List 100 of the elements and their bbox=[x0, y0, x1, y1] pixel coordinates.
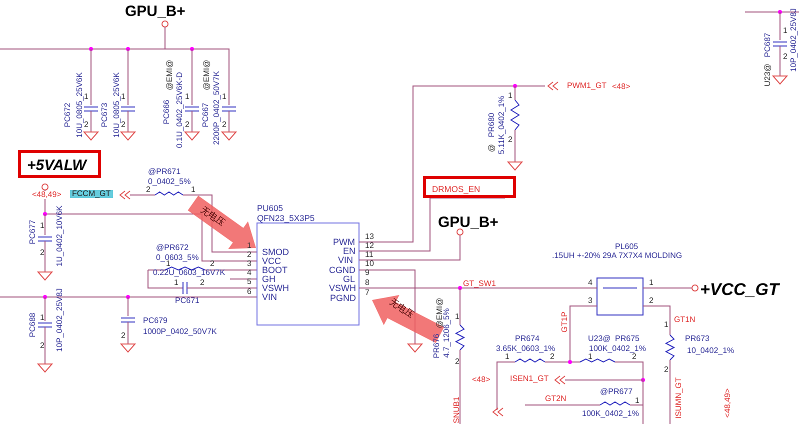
pin-number: 1 bbox=[40, 222, 44, 230]
callout-text: 无电压 bbox=[388, 297, 416, 320]
pin-number: 2 bbox=[121, 332, 126, 340]
pin-number: 12 bbox=[365, 242, 374, 250]
pin-number: 2 bbox=[783, 53, 788, 61]
part-ref: PL605 bbox=[615, 243, 638, 251]
part-value: 10U_0805_25V6K bbox=[76, 72, 84, 138]
part-ref: PR675 bbox=[615, 335, 640, 343]
pin-name: SMOD bbox=[262, 248, 289, 257]
pin-name: VIN bbox=[262, 293, 278, 302]
page-ref: <48,49> bbox=[724, 388, 732, 418]
pin-number: 2 bbox=[664, 366, 668, 374]
pin-number: 2 bbox=[200, 279, 204, 287]
net-label: GPU_B+ bbox=[438, 215, 498, 230]
pin-number: 1 bbox=[191, 186, 196, 194]
part-ref: PC672 bbox=[64, 102, 72, 128]
part-ref: PC671 bbox=[175, 297, 200, 305]
part-value: .15UH +-20% 29A 7X7X4 MOLDING bbox=[552, 252, 682, 260]
pin-number: 2 bbox=[550, 353, 554, 361]
pin-number: 2 bbox=[40, 249, 44, 257]
pin-number: 2 bbox=[210, 260, 214, 268]
pin-number: 3 bbox=[247, 260, 252, 268]
option-tag: @EMI@ bbox=[203, 60, 211, 90]
pin-number: 7 bbox=[365, 289, 370, 297]
pin-number: 2 bbox=[222, 121, 226, 129]
signal-name: FCCM_GT bbox=[70, 190, 113, 198]
pin-number: 2 bbox=[84, 121, 88, 129]
part-ref: PC688 bbox=[29, 312, 37, 338]
pin-number: 13 bbox=[365, 233, 374, 241]
pin-number: 10 bbox=[365, 260, 374, 268]
pin-number: 8 bbox=[365, 279, 370, 287]
pin-number: 2 bbox=[121, 121, 126, 129]
pin-number: 2 bbox=[247, 251, 252, 259]
pin-number: 1 bbox=[505, 353, 510, 361]
pin-number: 2 bbox=[40, 342, 44, 350]
part-value: 0_0402_5% bbox=[148, 178, 191, 186]
pin-name: GL bbox=[343, 275, 356, 284]
part-value: 0.22U_0603_16V7K bbox=[153, 269, 226, 277]
pin-number: 1 bbox=[40, 314, 44, 322]
pin-number: 1 bbox=[588, 353, 592, 361]
part-ref: PC667 bbox=[202, 102, 210, 128]
pin-name: PGND bbox=[330, 294, 356, 303]
signal-name: SNUB1 bbox=[453, 396, 461, 424]
pin-number: 1 bbox=[455, 313, 460, 321]
option-tag: U23@ bbox=[764, 64, 772, 86]
part-ref: PR680 bbox=[488, 112, 496, 138]
pin-number: 1 bbox=[635, 397, 640, 405]
pin-number: 1 bbox=[166, 260, 170, 268]
part-ref: @PR677 bbox=[600, 388, 633, 396]
part-ref: PC673 bbox=[101, 102, 109, 128]
page-ref: <48> bbox=[472, 376, 490, 384]
signal-name: PWM1_GT bbox=[567, 82, 607, 90]
callout-text: 无电压 bbox=[198, 205, 226, 228]
signal-name: GT1N bbox=[674, 316, 696, 324]
part-ref: @PR672 bbox=[156, 244, 189, 252]
pin-number: 1 bbox=[783, 27, 788, 35]
part-ref: PR673 bbox=[685, 335, 710, 343]
pin-number: 1 bbox=[508, 92, 512, 100]
part-value: 100K_0402_1% bbox=[589, 345, 646, 353]
pin-name: EN bbox=[343, 247, 356, 256]
pin-number: 2 bbox=[146, 186, 150, 194]
part-ref: PC677 bbox=[29, 220, 37, 244]
pin-number: 1 bbox=[664, 321, 668, 329]
signal-name: GT2N bbox=[545, 395, 566, 403]
part-ref: PC687 bbox=[764, 32, 772, 58]
part-value: 0_0603_5% bbox=[156, 254, 199, 262]
pin-number: 1 bbox=[185, 93, 190, 101]
part-value: 5.11K_0402_1% bbox=[498, 96, 506, 154]
pin-number: 5 bbox=[247, 278, 252, 286]
part-value: 10_0402_1% bbox=[687, 347, 734, 355]
option-tag: U23@ bbox=[588, 335, 611, 343]
signal-name: GT_SW1 bbox=[463, 280, 496, 288]
pin-number: 1 bbox=[121, 93, 126, 101]
pin-name: VCC bbox=[262, 257, 282, 266]
net-label: GPU_B+ bbox=[125, 4, 186, 19]
pin-number: 2 bbox=[455, 358, 460, 366]
part-ref: PR676 bbox=[433, 334, 441, 358]
option-tag: @EMI@ bbox=[436, 298, 444, 328]
pin-number: 4 bbox=[247, 269, 252, 277]
pin-name: BOOT bbox=[262, 266, 288, 275]
part-value: 10P_0402_25V8J bbox=[56, 288, 64, 352]
pin-number: 2 bbox=[632, 353, 636, 361]
part-value: 2200P_0402_50V7K bbox=[213, 71, 221, 145]
pin-number: 1 bbox=[247, 242, 252, 250]
page-ref: <48,49> bbox=[32, 191, 62, 199]
part-ref: PR674 bbox=[515, 335, 540, 343]
chip-heading: PU605 QFN23_5X3P5 bbox=[257, 203, 315, 223]
pin-name: GH bbox=[262, 275, 276, 284]
part-value: 3.65K_0603_1% bbox=[496, 345, 556, 353]
pin-number: 1 bbox=[222, 93, 226, 101]
annotation-box: +5VALW bbox=[18, 150, 101, 178]
signal-name: GT1P bbox=[561, 312, 569, 332]
pin-number: 1 bbox=[174, 279, 178, 287]
part-value: 1000P_0402_50V7K bbox=[143, 328, 217, 336]
pin-number: 3 bbox=[588, 297, 592, 305]
pin-number: 9 bbox=[365, 269, 370, 277]
pin-number: 1 bbox=[649, 279, 654, 287]
net-label: +VCC_GT bbox=[700, 281, 779, 298]
pin-name: VSWH bbox=[329, 284, 356, 293]
option-tag: @ bbox=[488, 144, 496, 152]
